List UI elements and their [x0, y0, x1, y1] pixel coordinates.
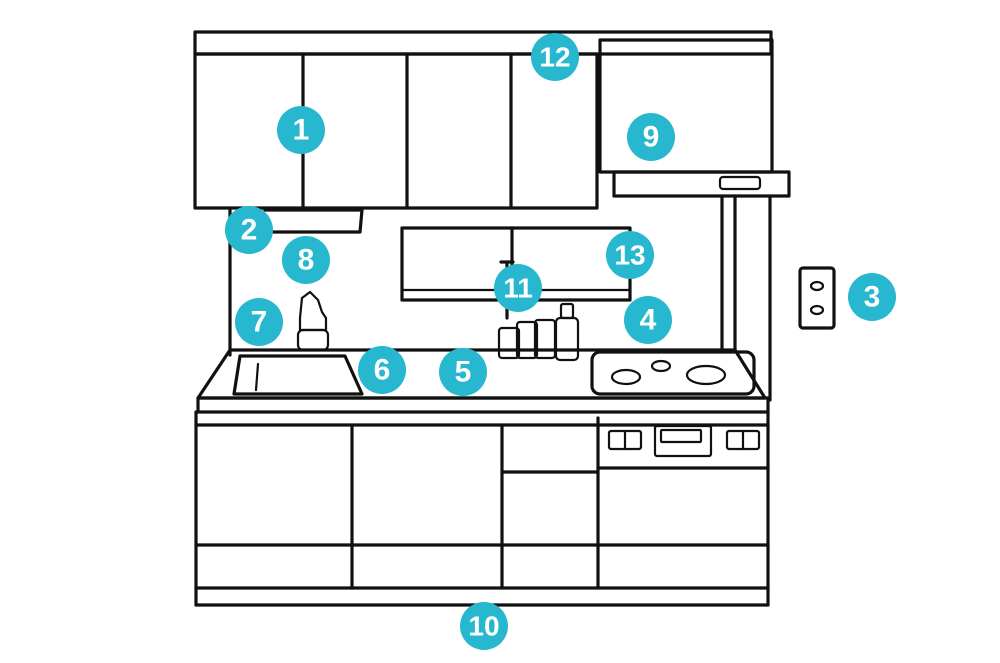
- countertop: [196, 348, 770, 414]
- dish-soap: [296, 290, 330, 352]
- marker-5-label: 5: [455, 356, 472, 389]
- marker-3-label: 3: [864, 281, 881, 314]
- range-hood-body: [612, 170, 791, 198]
- burner-left: [610, 368, 642, 386]
- marker-7: 7: [235, 298, 283, 346]
- marker-6: 6: [358, 346, 406, 394]
- marker-10-label: 10: [468, 611, 499, 642]
- marker-3: 3: [848, 273, 896, 321]
- marker-1: 1: [277, 106, 325, 154]
- burner-right: [685, 364, 727, 386]
- marker-8: 8: [282, 236, 330, 284]
- range-hood: [612, 170, 791, 198]
- sink: [232, 354, 364, 396]
- marker-12-label: 12: [539, 42, 570, 73]
- upper-cabinet-block: [193, 52, 599, 210]
- wall-outlet: [798, 266, 836, 330]
- burner-back: [650, 359, 672, 373]
- canisters: [497, 318, 557, 360]
- stove-control-panel: [607, 424, 761, 458]
- marker-10: 10: [460, 602, 508, 650]
- marker-4: 4: [624, 296, 672, 344]
- countertop-edge: [196, 396, 770, 414]
- top-trim: [193, 30, 773, 56]
- wall-cabinets: [193, 30, 774, 210]
- marker-7-label: 7: [251, 306, 268, 339]
- marker-8-label: 8: [298, 244, 315, 277]
- marker-12: 12: [531, 33, 579, 81]
- marker-6-label: 6: [374, 354, 391, 387]
- cooktop-plate: [590, 350, 756, 396]
- seasoning-bottle: [554, 302, 580, 362]
- marker-2-label: 2: [241, 214, 258, 247]
- marker-5: 5: [439, 348, 487, 396]
- marker-9: 9: [627, 113, 675, 161]
- cooktop: [590, 350, 756, 396]
- marker-4-label: 4: [640, 304, 657, 337]
- marker-2: 2: [225, 206, 273, 254]
- marker-13-label: 13: [614, 240, 645, 271]
- marker-11-label: 11: [503, 273, 533, 304]
- marker-11: 11: [494, 264, 542, 312]
- marker-1-label: 1: [293, 114, 310, 147]
- under-cabinet-light: [263, 208, 364, 234]
- range-hood-controls: [718, 175, 762, 191]
- marker-9-label: 9: [643, 121, 660, 154]
- marker-13: 13: [606, 231, 654, 279]
- range-hood-upper-cabinet: [598, 38, 774, 174]
